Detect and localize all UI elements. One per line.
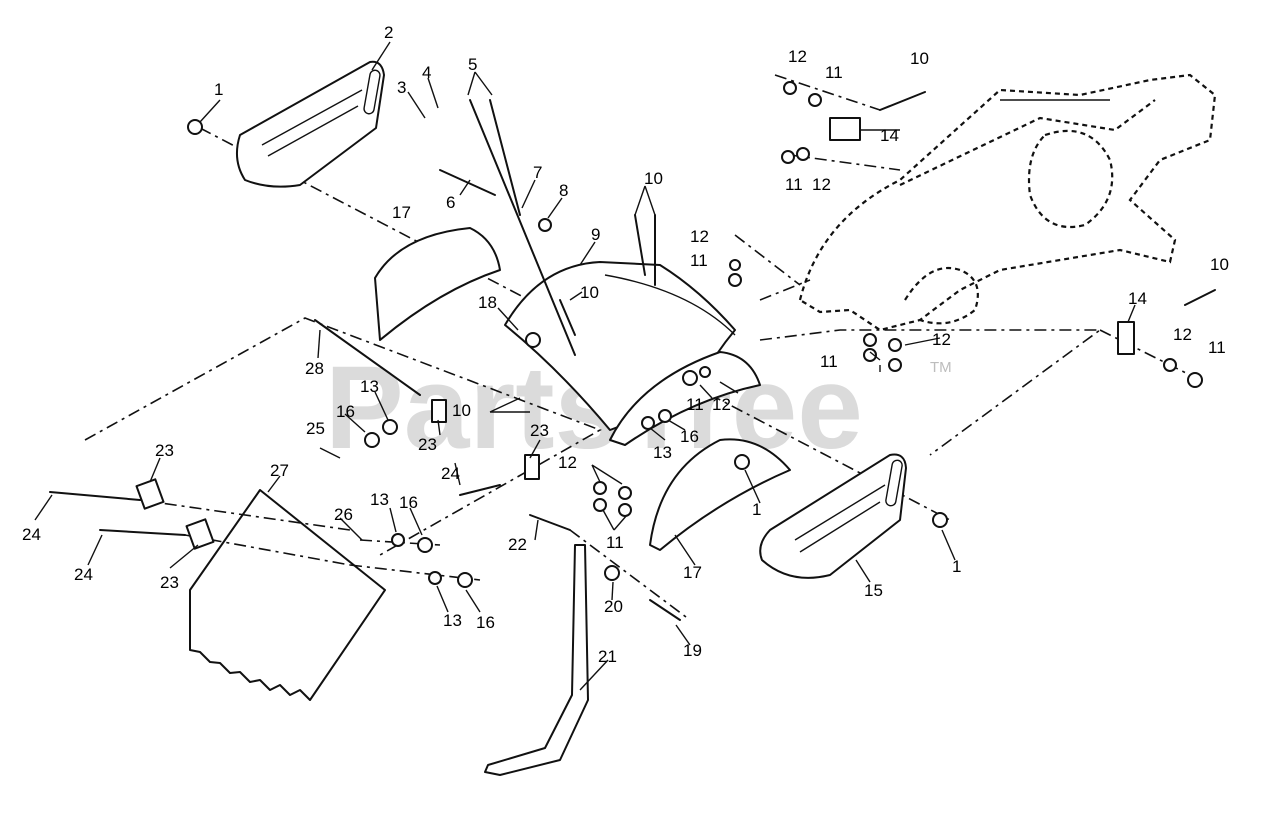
callout-12-d: 12: [932, 330, 951, 349]
callout-14-b: 14: [1128, 289, 1147, 308]
callout-7: 7: [533, 163, 542, 182]
callout-23-a: 23: [155, 441, 174, 460]
callout-19: 19: [683, 641, 702, 660]
callout-1-b: 1: [752, 500, 761, 519]
bolt-10-e: [1184, 289, 1216, 306]
callout-12-c: 12: [690, 227, 709, 246]
callout-1-c: 1: [952, 557, 961, 576]
bolt-10-d: [879, 91, 926, 111]
callout-13-b: 13: [653, 443, 672, 462]
watermark-trademark: TM: [930, 359, 952, 376]
deflector-plate: [189, 489, 386, 701]
callout-11-b: 11: [785, 175, 803, 194]
callout-18: 18: [478, 293, 497, 312]
callout-12-f: 12: [712, 395, 731, 414]
leader-lines: [34, 41, 1136, 691]
callout-2: 2: [384, 23, 393, 42]
callout-12-b: 12: [812, 175, 831, 194]
control-rod-5: [469, 99, 576, 356]
callout-24-c: 24: [441, 464, 460, 483]
bolt-10-a: [634, 214, 646, 276]
callout-13-c: 13: [370, 490, 389, 509]
callout-24-a: 24: [22, 525, 41, 544]
callout-22: 22: [508, 535, 527, 554]
callout-17-b: 17: [683, 563, 702, 582]
callout-10-a: 10: [644, 169, 663, 188]
callout-10-c: 10: [452, 401, 471, 420]
callout-23-d: 23: [530, 421, 549, 440]
callout-5: 5: [468, 55, 477, 74]
callout-9: 9: [591, 225, 600, 244]
callout-23-b: 23: [160, 573, 179, 592]
callout-labels: 1 1 1 2 3 4 5 6 7 8 9 10 10 10 10 10 11 …: [22, 23, 1229, 666]
callout-11-d: 11: [820, 352, 838, 371]
bolt-24-c: [459, 484, 501, 496]
bracket-23-c: [431, 399, 447, 423]
callout-10-b: 10: [580, 283, 599, 302]
callout-16-d: 16: [476, 613, 495, 632]
callout-17-a: 17: [392, 203, 411, 222]
callout-8: 8: [559, 181, 568, 200]
lower-plate-outline-right: [759, 329, 1103, 456]
callout-26: 26: [334, 505, 353, 524]
rod-28: [314, 319, 421, 396]
lower-plate-outline-left: [84, 317, 602, 556]
bracket-14-lower: [1117, 321, 1135, 355]
callout-20: 20: [604, 597, 623, 616]
bracket-23-b: [185, 518, 215, 550]
callout-16-c: 16: [399, 493, 418, 512]
depth-stake: [484, 544, 589, 776]
callout-11-e: 11: [1208, 338, 1226, 357]
callout-12-a: 12: [788, 47, 807, 66]
callout-25: 25: [306, 419, 325, 438]
left-side-shield: [235, 60, 385, 188]
callout-15: 15: [864, 581, 883, 600]
bracket-23-d: [524, 454, 540, 480]
callout-11-a: 11: [825, 63, 843, 82]
callout-16-a: 16: [336, 402, 355, 421]
tiller-frame-outline: [798, 73, 1217, 332]
callout-10-d: 10: [910, 49, 929, 68]
callout-16-b: 16: [680, 427, 699, 446]
callout-14-a: 14: [880, 126, 899, 145]
bolt-22: [529, 514, 571, 531]
inner-flap-left: [374, 227, 501, 341]
callout-21: 21: [598, 647, 617, 666]
callout-12-e: 12: [1173, 325, 1192, 344]
bracket-23-a: [135, 478, 165, 510]
bracket-14-upper: [829, 117, 861, 141]
callout-28: 28: [305, 359, 324, 378]
bolt-10-c: [559, 299, 576, 336]
bolt-24-a: [49, 491, 141, 501]
callout-11-c: 11: [690, 251, 708, 270]
callout-13-d: 13: [443, 611, 462, 630]
callout-24-b: 24: [74, 565, 93, 584]
callout-11-g: 11: [606, 533, 624, 552]
callout-23-c: 23: [418, 435, 437, 454]
callout-13-a: 13: [360, 377, 379, 396]
callout-12-g: 12: [558, 453, 577, 472]
assembly-axis-line: [199, 127, 951, 521]
callout-10-e: 10: [1210, 255, 1229, 274]
callout-27: 27: [270, 461, 289, 480]
callout-11-f: 11: [686, 395, 704, 414]
callout-1-a: 1: [214, 80, 223, 99]
bolt-24-b: [99, 529, 186, 536]
callout-4: 4: [422, 63, 431, 82]
inner-flap-right: [649, 438, 791, 551]
callout-6: 6: [446, 193, 455, 212]
callout-3: 3: [397, 78, 406, 97]
control-rod-5b: [489, 99, 521, 216]
bolt-19: [649, 599, 681, 621]
